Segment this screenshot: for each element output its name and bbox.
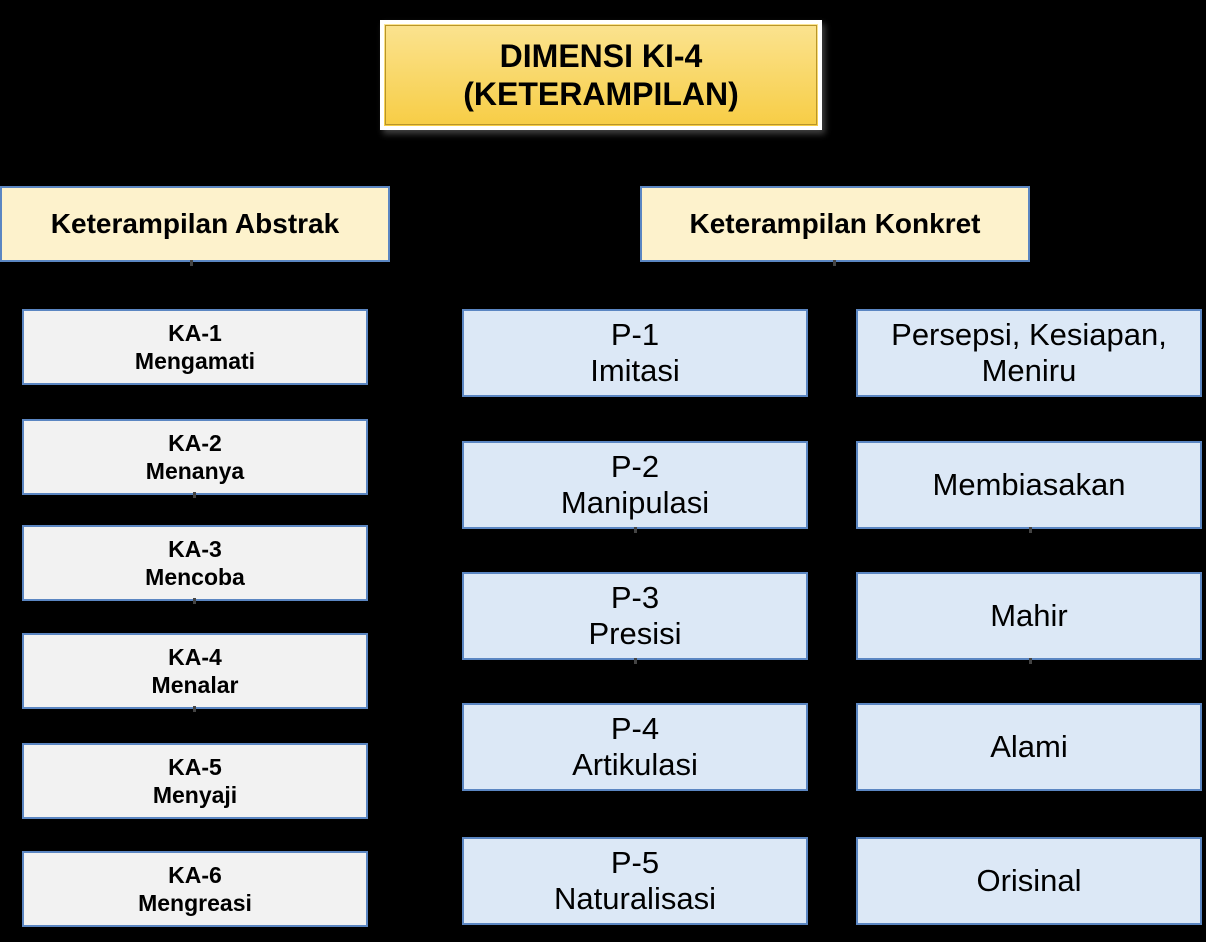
p-code: P-5 — [610, 845, 660, 880]
ka-label: Menalar — [151, 672, 239, 698]
abstract-item-ka-2: KA-2 Menanya — [22, 419, 368, 495]
ka-label: Menyaji — [152, 782, 238, 808]
p-label: Presisi — [588, 616, 682, 651]
connector — [634, 658, 637, 664]
concrete-level-p-1: P-1 Imitasi — [462, 309, 808, 397]
concrete-heading-label: Keterampilan Konkret — [689, 208, 981, 239]
abstract-item-ka-1: KA-1 Mengamati — [22, 309, 368, 385]
p-code: P-1 — [610, 317, 660, 352]
concrete-level-p-2: P-2 Manipulasi — [462, 441, 808, 529]
description-line-1: Membiasakan — [932, 467, 1126, 502]
ka-code: KA-2 — [168, 430, 222, 456]
ka-code: KA-4 — [168, 644, 222, 670]
connector — [193, 492, 196, 498]
ka-label: Mengamati — [134, 348, 256, 374]
concrete-level-p-3: P-3 Presisi — [462, 572, 808, 660]
p-code: P-4 — [610, 711, 660, 746]
concrete-description-p-3: Mahir — [856, 572, 1202, 660]
description-line-2: Meniru — [981, 353, 1077, 388]
connector — [833, 260, 836, 266]
abstract-item-ka-3: KA-3 Mencoba — [22, 525, 368, 601]
description-line-1: Persepsi, Kesiapan, — [891, 317, 1167, 352]
concrete-description-p-1: Persepsi, Kesiapan, Meniru — [856, 309, 1202, 397]
diagram-title: DIMENSI KI-4 (KETERAMPILAN) — [380, 20, 822, 130]
p-label: Naturalisasi — [554, 881, 716, 916]
ka-code: KA-3 — [168, 536, 222, 562]
ka-label: Menanya — [145, 458, 245, 484]
ka-code: KA-1 — [168, 320, 222, 346]
ka-label: Mencoba — [145, 564, 245, 590]
ka-code: KA-5 — [168, 754, 222, 780]
ka-code: KA-6 — [168, 862, 222, 888]
description-line-1: Alami — [990, 729, 1068, 764]
abstract-heading: Keterampilan Abstrak — [0, 186, 390, 262]
concrete-heading: Keterampilan Konkret — [640, 186, 1030, 262]
description-line-1: Mahir — [990, 598, 1068, 633]
connector — [1029, 527, 1032, 533]
p-label: Imitasi — [590, 353, 680, 388]
abstract-item-ka-5: KA-5 Menyaji — [22, 743, 368, 819]
abstract-item-ka-4: KA-4 Menalar — [22, 633, 368, 709]
connector — [190, 260, 193, 266]
abstract-heading-label: Keterampilan Abstrak — [50, 208, 340, 239]
concrete-level-p-4: P-4 Artikulasi — [462, 703, 808, 791]
concrete-level-p-5: P-5 Naturalisasi — [462, 837, 808, 925]
p-label: Artikulasi — [572, 747, 698, 782]
concrete-description-p-2: Membiasakan — [856, 441, 1202, 529]
concrete-description-p-5: Orisinal — [856, 837, 1202, 925]
ka-label: Mengreasi — [138, 890, 252, 916]
connector — [1029, 658, 1032, 664]
p-label: Manipulasi — [560, 485, 710, 520]
connector — [634, 527, 637, 533]
connector — [193, 706, 196, 712]
title-line-2: (KETERAMPILAN) — [463, 76, 739, 112]
abstract-item-ka-6: KA-6 Mengreasi — [22, 851, 368, 927]
connector — [193, 598, 196, 604]
title-line-1: DIMENSI KI-4 — [499, 38, 703, 74]
description-line-1: Orisinal — [976, 863, 1082, 898]
p-code: P-2 — [610, 449, 660, 484]
concrete-description-p-4: Alami — [856, 703, 1202, 791]
p-code: P-3 — [610, 580, 660, 615]
